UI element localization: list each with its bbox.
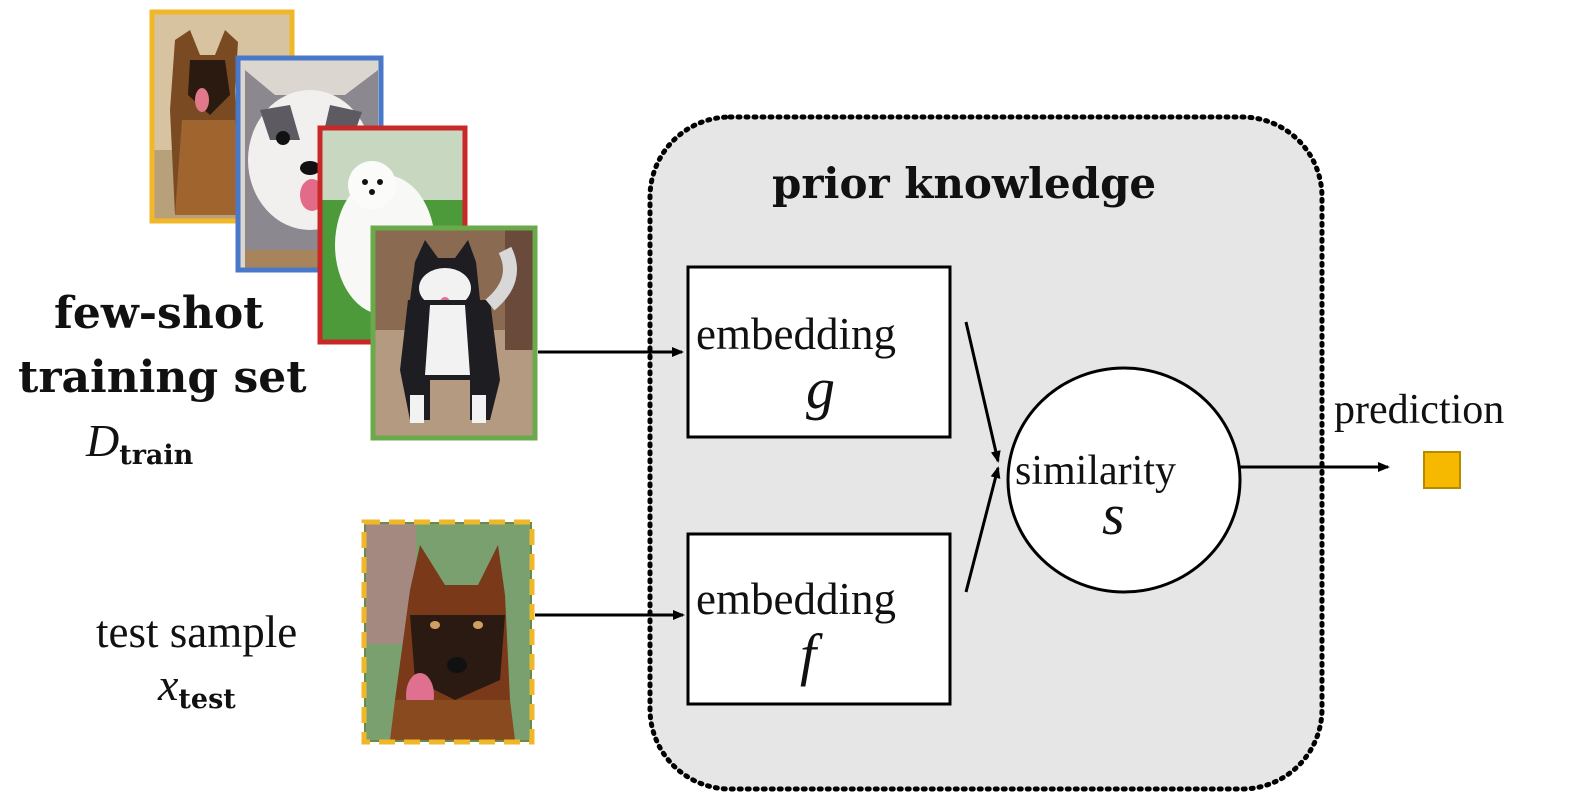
embedding-g-box bbox=[686, 265, 952, 439]
training-set-subscript: train bbox=[119, 440, 194, 471]
training-set-line2: training set bbox=[18, 352, 307, 403]
similarity-label: similarity bbox=[1015, 448, 1176, 494]
embedding-g-label: embedding bbox=[696, 309, 896, 359]
test-sample-subscript: test bbox=[178, 684, 236, 715]
prediction-label: prediction bbox=[1334, 387, 1505, 433]
arrow-embedding-f-to-similarity bbox=[964, 466, 1001, 593]
embedding-f-box bbox=[686, 532, 952, 706]
similarity-circle bbox=[1006, 366, 1242, 594]
prediction-square bbox=[1423, 451, 1461, 489]
test-sample-symbol-main: x bbox=[158, 659, 179, 710]
prior-knowledge-title: prior knowledge bbox=[772, 159, 1157, 208]
arrow-embedding-g-to-similarity bbox=[964, 321, 1001, 463]
embedding-f-symbol: f bbox=[800, 622, 817, 687]
training-set-symbol-main: D bbox=[86, 415, 120, 466]
test-sample-image bbox=[361, 519, 535, 745]
test-sample-symbol: xtest bbox=[158, 659, 236, 714]
train-image-malamute bbox=[370, 225, 538, 441]
training-set-line1: few-shot bbox=[54, 288, 264, 339]
embedding-f-label: embedding bbox=[696, 574, 896, 624]
training-set-symbol: Dtrain bbox=[86, 415, 193, 470]
test-sample-label: test sample bbox=[96, 607, 298, 657]
similarity-symbol: s bbox=[1102, 482, 1125, 547]
embedding-g-symbol: g bbox=[806, 356, 835, 421]
